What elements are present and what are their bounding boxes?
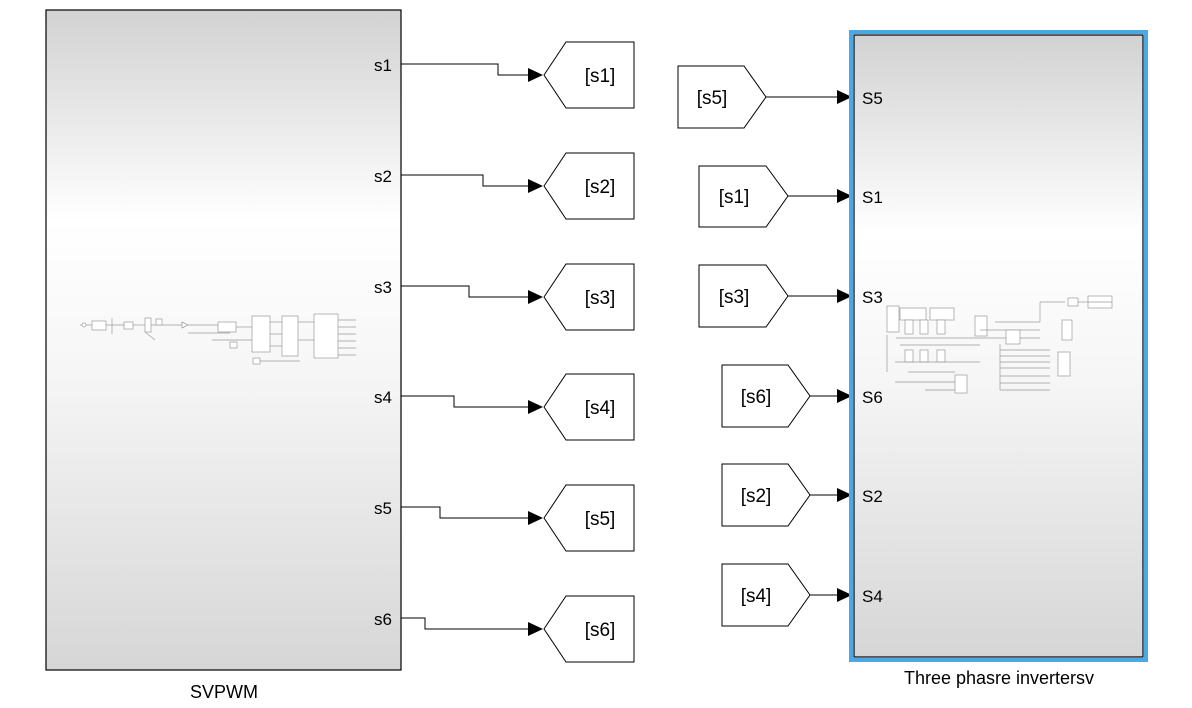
inverter-block-name[interactable]: Three phasre invertersv [904,668,1094,688]
from-tag-label: [s1] [719,187,750,208]
goto-tag-s4[interactable]: [s4] [543,373,635,441]
arrowhead-S3 [837,289,852,303]
selection-outline [849,30,1148,662]
signal-line-s2[interactable] [401,174,528,187]
from-tag-s5[interactable]: [s5] [677,65,767,129]
arrowhead-S4 [837,588,852,602]
inverter-block[interactable]: S5 S1 S3 S6 S2 S4 [849,30,1148,662]
goto-tag-s3[interactable]: [s3] [543,263,635,331]
arrowhead-s6 [528,622,543,636]
svpwm-output-port-s1: s1 [374,56,392,75]
from-tag-s4[interactable]: [s4] [721,563,811,627]
arrowhead-S5 [837,90,852,104]
svpwm-block[interactable]: s1 s2 s3 s4 s5 s6 [45,9,402,671]
signal-line-s6[interactable] [401,617,528,630]
signal-line-s5[interactable] [401,506,528,519]
svpwm-output-port-s6: s6 [374,610,392,629]
from-tag-s6[interactable]: [s6] [721,364,811,428]
arrowhead-s2 [528,179,543,193]
from-tag-label: [s3] [719,287,750,308]
goto-tag-s1[interactable]: [s1] [543,41,635,109]
from-tag-s1[interactable]: [s1] [698,165,789,228]
inverter-input-port-S4: S4 [862,587,883,606]
from-tag-label: [s2] [741,486,772,507]
arrowhead-s1 [528,68,543,82]
arrowhead-S1 [837,189,852,203]
inverter-input-port-S1: S1 [862,188,883,207]
arrowhead-s5 [528,511,543,525]
svpwm-output-port-s3: s3 [374,278,392,297]
svpwm-output-port-s4: s4 [374,388,392,407]
arrowhead-S6 [837,389,852,403]
inverter-input-port-S5: S5 [862,89,883,108]
signal-line-s1[interactable] [401,63,528,76]
svpwm-output-port-s2: s2 [374,167,392,186]
svpwm-preview-thumbnail [80,313,356,365]
signal-line-s4[interactable] [401,395,528,408]
from-tag-label: [s5] [697,88,728,109]
from-tag-s3[interactable]: [s3] [698,264,789,328]
from-inverter-signal-lines [766,90,852,602]
svpwm-goto-signal-lines [401,63,543,636]
signal-line-s3[interactable] [401,285,528,298]
inverter-input-port-S2: S2 [862,487,883,506]
inverter-block-body[interactable] [853,34,1144,658]
from-tag-label: [s6] [741,387,772,408]
arrowhead-s3 [528,290,543,304]
from-tag-label: [s4] [741,586,772,607]
goto-tag-label: [s1] [585,66,616,87]
arrowhead-S2 [837,488,852,502]
from-tag-s2[interactable]: [s2] [721,463,811,527]
svpwm-output-port-s5: s5 [374,499,392,518]
goto-tag-s6[interactable]: [s6] [543,595,635,663]
goto-tag-s5[interactable]: [s5] [543,484,635,552]
goto-tag-s2[interactable]: [s2] [543,152,635,220]
goto-tag-label: [s4] [585,398,616,419]
goto-tag-label: [s5] [585,509,616,530]
arrowhead-s4 [528,400,543,414]
goto-tag-label: [s3] [585,288,616,309]
svpwm-block-name[interactable]: SVPWM [190,682,258,702]
goto-tag-label: [s6] [585,620,616,641]
goto-tag-label: [s2] [585,177,616,198]
inverter-preview-thumbnail [886,295,1113,394]
inverter-input-port-S3: S3 [862,288,883,307]
inverter-input-port-S6: S6 [862,388,883,407]
